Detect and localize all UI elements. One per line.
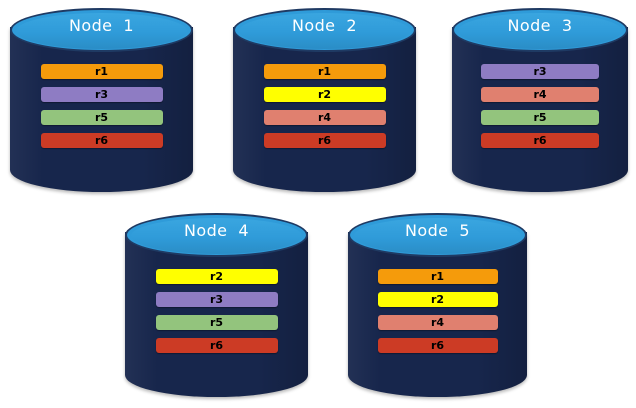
cylinder-body [233,27,416,192]
replica-bar[interactable]: r5 [40,110,163,125]
cylinder-top-disc [348,213,527,257]
replica-bar[interactable]: r6 [481,133,599,148]
cylinder-top-highlight [16,13,187,49]
replica-bar[interactable]: r4 [481,87,599,102]
replica-bar[interactable]: r2 [377,292,498,307]
replica-list: r1 r2 r4 r6 [233,64,416,148]
cylinder-body [452,27,628,192]
replica-bar[interactable]: r3 [481,64,599,79]
replica-list: r2 r3 r5 r6 [125,269,308,353]
replica-bar[interactable]: r3 [155,292,278,307]
replica-list: r1 r3 r5 r6 [10,64,193,148]
replica-bar[interactable]: r2 [155,269,278,284]
cylinder-top-highlight [354,218,521,254]
cylinder-top-highlight [131,218,302,254]
cylinder-top-disc [233,8,416,52]
replica-bar[interactable]: r5 [155,315,278,330]
replica-list: r1 r2 r4 r6 [348,269,527,353]
replica-bar[interactable]: r3 [40,87,163,102]
replica-bar[interactable]: r5 [481,110,599,125]
cylinder-top-highlight [239,13,410,49]
replica-list: r3 r4 r5 r6 [452,64,628,148]
cylinder-top-disc [125,213,308,257]
cylinder-top-disc [10,8,193,52]
cylinder-top-highlight [458,13,622,49]
replica-bar[interactable]: r2 [263,87,386,102]
cylinder-body [348,232,527,397]
replica-bar[interactable]: r1 [377,269,498,284]
replica-bar[interactable]: r1 [263,64,386,79]
cylinder-body [125,232,308,397]
replica-bar[interactable]: r1 [40,64,163,79]
replica-bar[interactable]: r4 [377,315,498,330]
replica-bar[interactable]: r6 [377,338,498,353]
cylinder-top-disc [452,8,628,52]
replica-bar[interactable]: r4 [263,110,386,125]
replica-bar[interactable]: r6 [40,133,163,148]
replica-bar[interactable]: r6 [155,338,278,353]
cylinder-body [10,27,193,192]
replica-bar[interactable]: r6 [263,133,386,148]
